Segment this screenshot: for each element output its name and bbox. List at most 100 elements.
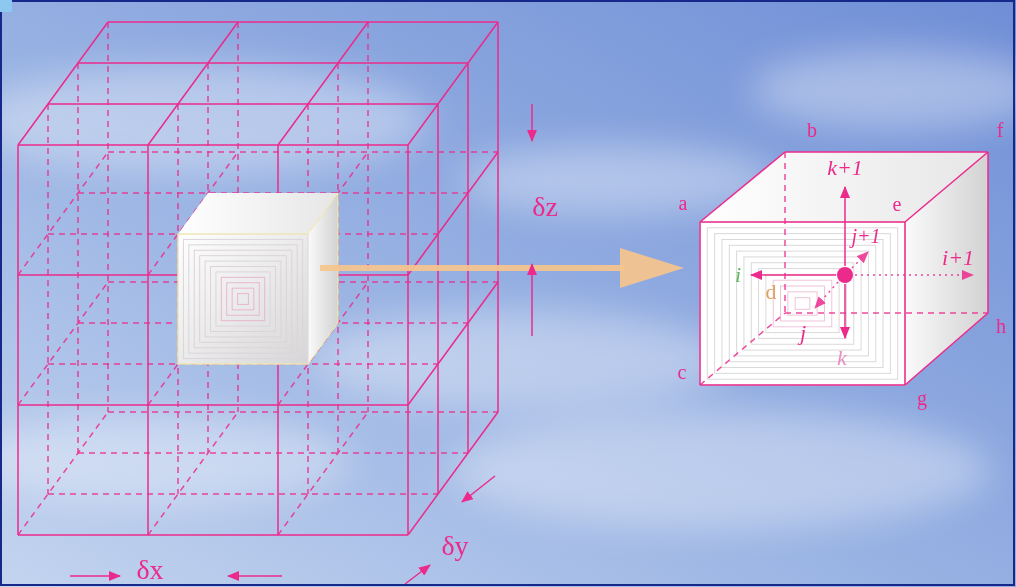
cube-edge [905, 313, 988, 385]
cloud [450, 410, 990, 530]
corner-label: a [679, 193, 688, 213]
cell-shading [232, 288, 254, 310]
index-label: k+1 [827, 157, 863, 179]
cube-edge [700, 152, 785, 222]
grid-line-hidden [77, 63, 79, 453]
index-label: i+1 [942, 247, 974, 269]
cube-drawing [18, 22, 988, 584]
corner-label: e [893, 194, 902, 214]
cube-shading [707, 228, 897, 379]
corner-label: b [807, 120, 817, 140]
dimension-arrow [531, 264, 533, 336]
dimension-label: δy [441, 532, 468, 560]
grid-line [467, 63, 469, 453]
cell-shading [183, 239, 302, 358]
index-label: j [800, 322, 806, 344]
grid-line [18, 144, 408, 146]
grid-point [837, 267, 853, 283]
pointer-arrow [320, 265, 624, 271]
grid-line-hidden [108, 151, 498, 153]
cloud [750, 50, 1016, 130]
cell-shading [200, 256, 287, 343]
index-arrow [844, 284, 846, 338]
cube-shading [781, 286, 825, 321]
grid-line [78, 62, 468, 64]
cube-shading [744, 257, 861, 350]
cube-edge [785, 151, 988, 153]
cube-edge [987, 152, 989, 313]
cube-edge [904, 222, 906, 385]
grid-line [18, 22, 108, 145]
grid-line-hidden [78, 452, 468, 454]
pointer-arrow-head [620, 248, 684, 288]
corner-label: d [766, 281, 777, 303]
grid-line [408, 412, 498, 535]
grid-line [497, 22, 499, 412]
index-label: k [837, 347, 847, 369]
corner-tab [0, 0, 12, 12]
cell-shading [205, 261, 281, 337]
cube-shading [722, 239, 883, 367]
dimension-arrow [531, 104, 533, 141]
cube-edge [905, 152, 988, 222]
cell-outline [178, 193, 338, 364]
cube-shading [700, 222, 905, 385]
cube-edge [699, 222, 701, 385]
grid-line-hidden [18, 412, 108, 535]
cloud [310, 310, 730, 410]
cloud [0, 415, 350, 505]
grid-line-hidden [108, 411, 498, 413]
index-arrow [844, 187, 846, 266]
grid-line [407, 145, 409, 535]
grid-line [408, 22, 498, 145]
cube-shading [729, 245, 875, 361]
grid-line [408, 152, 498, 275]
grid-line-hidden [367, 22, 369, 412]
dimension-arrow [405, 565, 430, 584]
grid-line [437, 104, 439, 494]
cube-shading [751, 263, 854, 345]
cube-shading [737, 251, 869, 356]
grid-line-hidden [107, 22, 109, 412]
cube-edge-hidden [700, 313, 785, 385]
cell-shading [216, 272, 270, 326]
cube-front-face [700, 222, 905, 385]
index-arrow [815, 282, 838, 308]
grid-line-hidden [18, 282, 108, 405]
cube-edge [700, 221, 905, 223]
grid-line [148, 22, 238, 145]
grid-line [278, 22, 368, 145]
index-label: j+1 [851, 226, 880, 246]
cube-shading [795, 298, 810, 310]
corner-label: c [678, 362, 687, 382]
grid-line-hidden [48, 493, 438, 495]
cube-shading [773, 280, 832, 327]
dimension-label: δx [136, 556, 163, 584]
cell-shading [227, 283, 260, 316]
grid-line [408, 282, 498, 405]
dimension-label: δz [532, 193, 558, 221]
grid-line [17, 145, 19, 535]
cube-edge [700, 384, 905, 386]
cell-front-face [178, 234, 308, 364]
grid-line [18, 534, 408, 536]
cube-edge-hidden [784, 152, 786, 313]
cell-shading [178, 234, 308, 364]
cell-shading [211, 267, 276, 332]
grid-line [147, 145, 149, 535]
index-arrow [855, 274, 973, 276]
cell-shading [194, 250, 292, 348]
cube-shading [788, 292, 817, 315]
cell-shading [238, 294, 249, 305]
cell-shading [189, 245, 297, 353]
grid-line [18, 404, 408, 406]
cube-edge-hidden [785, 312, 988, 314]
grid-line-hidden [148, 412, 238, 535]
corner-label: h [996, 316, 1006, 336]
grid-line-hidden [18, 152, 108, 275]
corner-label: g [917, 388, 927, 408]
cell-side-face [308, 193, 338, 364]
grid-line-hidden [278, 412, 368, 535]
